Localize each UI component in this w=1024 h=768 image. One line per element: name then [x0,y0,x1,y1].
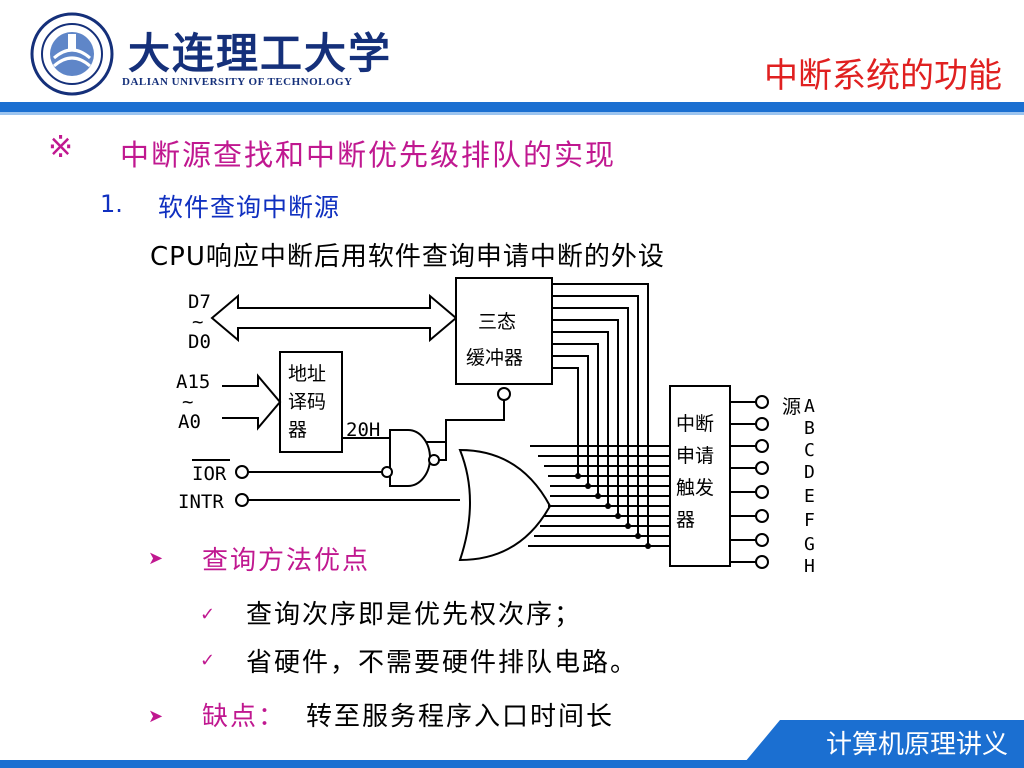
or-gate [458,448,552,562]
arrow-bullet-icon: ➤ [148,548,164,569]
source-b: B [804,418,815,439]
disadvantage-text: 转至服务程序入口时间长 [306,702,615,732]
nand-gate [389,429,431,487]
interrupt-trigger-box [669,385,731,567]
source-a: A [804,396,815,417]
header-divider-light [0,112,1024,115]
source-c: C [804,440,815,461]
intr-label: INTR [178,491,224,513]
check-icon: ✓ [200,650,216,671]
reference-mark-icon: ※ [48,130,74,165]
university-name-en: DALIAN UNIVERSITY OF TECHNOLOGY [122,76,353,88]
advantage-item: 省硬件，不需要硬件排队电路。 [246,648,639,678]
bus-top-label: D7 [188,291,211,313]
addr-top-label: A15 [176,371,210,393]
description-text: CPU响应中断后用软件查询申请中断的外设 [150,242,665,272]
source-d: D [804,462,815,483]
trigger-label-4: 器 [676,509,695,531]
check-icon: ✓ [200,604,216,625]
subsection-number: 1. [100,190,123,218]
address-decoder-box [279,351,343,453]
polling-circuit-diagram: D7 ~ D0 A15 ~ A0 20H IOR INTR 三态 缓冲器 地址 … [176,277,815,577]
decoder-label-2: 译码 [288,391,326,413]
bus-bottom-label: D0 [188,331,211,353]
footer-banner [740,720,1024,768]
university-logo-icon [30,12,114,96]
footer-divider [0,760,1024,768]
section-heading: 中断源查找和中断优先级排队的实现 [120,138,617,172]
buffer-label-1: 三态 [478,311,516,333]
disadvantage-label: 缺点： [202,702,287,732]
decoder-label-3: 器 [288,419,307,441]
trigger-label-3: 触发 [676,477,714,499]
header-divider [0,102,1024,112]
arrow-bullet-icon: ➤ [148,706,164,727]
page-title: 中断系统的功能 [764,56,1002,96]
addr-bottom-label: A0 [178,411,201,433]
trigger-label-2: 申请 [676,445,714,467]
addr-value-label: 20H [346,419,380,441]
source-h: H [804,556,815,577]
bus-tilde-label: ~ [192,311,203,333]
address-bus-arrow [222,373,282,431]
subsection-title: 软件查询中断源 [158,193,341,222]
trigger-label-1: 中断 [676,413,714,435]
decoder-label-1: 地址 [288,363,326,385]
advantages-title: 查询方法优点 [202,546,371,576]
buffer-label-2: 缓冲器 [466,347,523,369]
footer-text: 计算机原理讲义 [825,730,1008,760]
source-label: 源 [782,396,801,418]
ior-label: IOR [192,463,227,485]
advantage-item: 查询次序即是优先权次序； [246,600,583,630]
source-e: E [804,486,815,507]
university-name-cn: 大连理工大学 [128,29,393,78]
data-bus-arrow [210,293,458,343]
addr-tilde-label: ~ [182,391,193,413]
source-g: G [804,534,815,555]
source-f: F [804,510,815,531]
tristate-buffer-box [455,277,553,385]
